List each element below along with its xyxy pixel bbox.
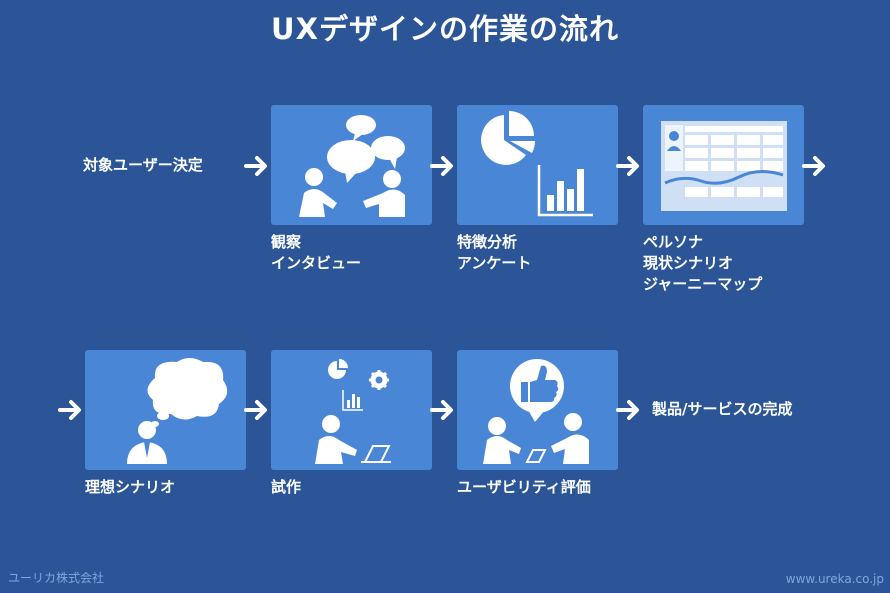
page-title: UXデザインの作業の流れ xyxy=(271,12,619,46)
footer-url[interactable]: www.ureka.co.jp xyxy=(785,572,884,586)
footer-company: ユーリカ株式会社 xyxy=(8,571,105,585)
step-caption-prototype: 試作 xyxy=(271,478,302,496)
caption-line: 特徴分析 xyxy=(457,233,518,251)
start-label: 対象ユーザー決定 xyxy=(83,156,203,174)
arrow-right-icon xyxy=(244,400,267,420)
arrow-right-icon xyxy=(802,156,825,176)
prototype-work-icon xyxy=(315,359,391,464)
arrow-right-icon xyxy=(430,156,453,176)
step-card-persona xyxy=(643,105,804,225)
step-caption-observation: 観察 インタビュー xyxy=(271,232,361,274)
arrow-right-icon xyxy=(616,156,639,176)
step-caption-usability: ユーザビリティ評価 xyxy=(457,478,591,496)
step-caption-analysis: 特徴分析 アンケート xyxy=(457,232,531,274)
conversation-icon xyxy=(299,115,405,217)
usability-test-icon xyxy=(483,359,589,464)
step-card-usability xyxy=(457,350,618,470)
end-label: 製品/サービスの完成 xyxy=(652,400,793,418)
caption-line: インタビュー xyxy=(271,254,362,272)
step-caption-ideal-scenario: 理想シナリオ xyxy=(85,478,176,496)
step-card-observation xyxy=(271,105,432,225)
arrow-right-icon xyxy=(244,156,267,176)
persona-journey-map-icon xyxy=(661,121,787,211)
arrow-right-icon xyxy=(430,400,453,420)
step-card-ideal-scenario xyxy=(85,350,246,470)
step-card-prototype xyxy=(271,350,432,470)
caption-line: ジャーニーマップ xyxy=(643,275,763,293)
thinking-person-icon xyxy=(127,358,228,464)
caption-line: ペルソナ xyxy=(643,233,704,251)
caption-line: 現状シナリオ xyxy=(643,254,734,272)
step-caption-persona: ペルソナ 現状シナリオ ジャーニーマップ xyxy=(643,232,762,295)
step-card-analysis xyxy=(457,105,618,225)
caption-line: 観察 xyxy=(271,233,302,251)
arrow-right-icon xyxy=(616,400,639,420)
pie-and-bar-chart-icon xyxy=(481,111,593,217)
arrow-right-icon xyxy=(58,400,81,420)
caption-line: アンケート xyxy=(457,254,532,272)
